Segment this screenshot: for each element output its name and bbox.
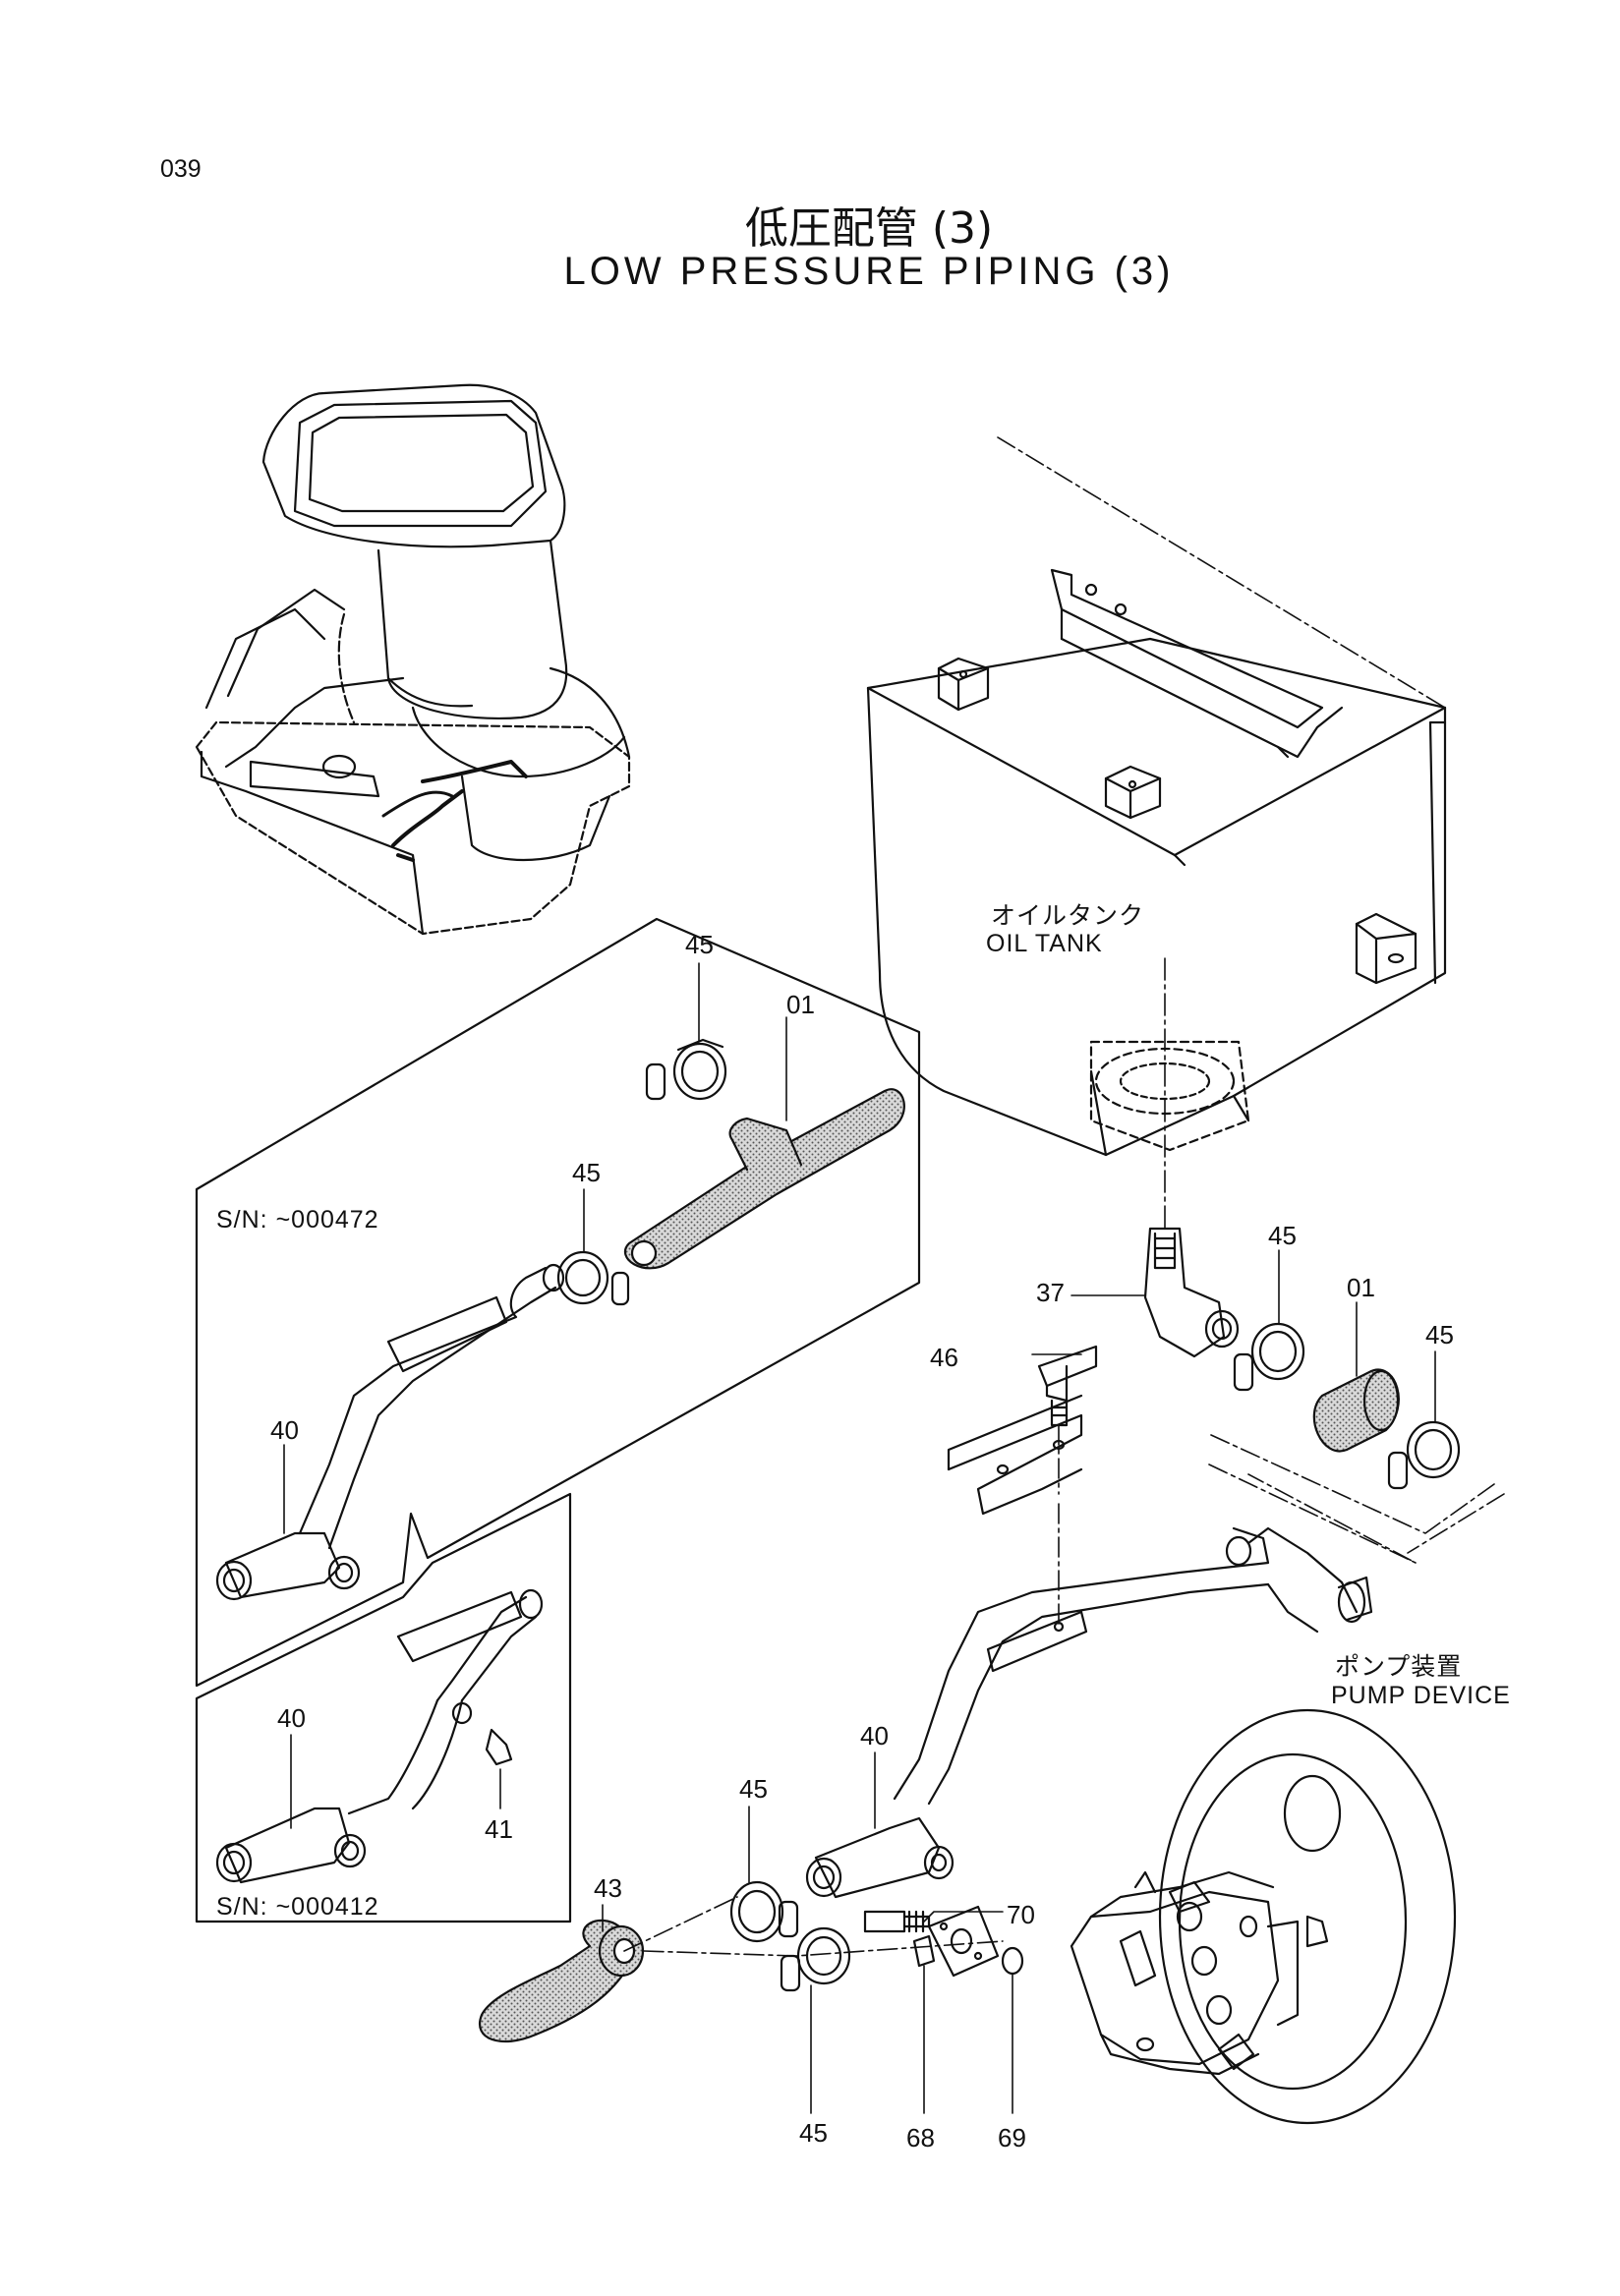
callout-69: 69 [998,2123,1026,2152]
upper-inset-frame [195,917,921,1688]
callout-45-bottom-left-2: 45 [799,2118,828,2148]
callout-41: 41 [485,1814,513,1844]
callout-70: 70 [1007,1900,1035,1929]
serial-number-lower: S/N: ~000412 [216,1893,379,1921]
serial-number-upper: S/N: ~000472 [216,1206,379,1234]
callout-45-bottom-left-1: 45 [739,1774,768,1804]
pipe-40-upper [215,1263,565,1601]
page-number: 039 [160,155,202,183]
title-english: LOW PRESSURE PIPING (3) [563,250,1175,293]
pump-device-drawing [1070,1708,1457,2125]
bolt-46 [1031,1345,1098,1495]
callout-01-top: 01 [786,990,815,1019]
clamp-45-bottom-left-1 [729,1806,799,1943]
callout-37: 37 [1036,1278,1065,1307]
callout-01-right: 01 [1347,1273,1375,1302]
elbow-fitting-37 [1070,1227,1240,1358]
callout-45-right-1: 45 [1268,1221,1297,1250]
callout-45-mid: 45 [572,1158,601,1187]
oil-tank-label-en: OIL TANK [986,930,1103,957]
callout-40-main: 40 [860,1721,889,1751]
pump-device-label-jp: ポンプ装置 [1335,1652,1463,1681]
title-japanese: 低圧配管 (3) [744,203,994,254]
callout-40-upper: 40 [270,1415,299,1445]
o-ring-69 [1001,1946,1024,2114]
lower-inset-frame [195,1492,572,1923]
pump-device-label-en: PUMP DEVICE [1331,1682,1511,1709]
mounting-bracket [947,1394,1083,1628]
callout-40-lower: 40 [277,1703,306,1733]
clamp-45-right-2 [1387,1350,1461,1490]
pipe-40-lower [215,1588,544,1884]
bolt-70 [863,1910,1004,1933]
oil-tank-drawing [866,436,1447,1230]
callout-43: 43 [594,1873,622,1903]
callout-45-right-2: 45 [1425,1320,1454,1349]
assembly-line [623,1896,1004,1957]
pump-device-outline-dashed [1208,1464,1505,1564]
callout-68: 68 [906,2123,935,2152]
clamp-45-right-1 [1233,1249,1305,1392]
operator-seat-drawing [195,383,631,936]
hose-01-right [1312,1301,1400,1453]
oil-tank-label-jp: オイルタンク [991,901,1145,930]
pipe-40-main [805,1526,1373,1899]
callout-45-top: 45 [685,930,714,959]
hose-01-upper [623,1016,905,1270]
flange-68 [912,1905,1000,2114]
clamp-45-bottom-left-2 [780,1926,851,2114]
hose-43 [479,1904,645,2043]
clamp-45-upper [645,962,727,1101]
clamp-45-middle [556,1188,630,1306]
callout-46: 46 [930,1343,958,1372]
